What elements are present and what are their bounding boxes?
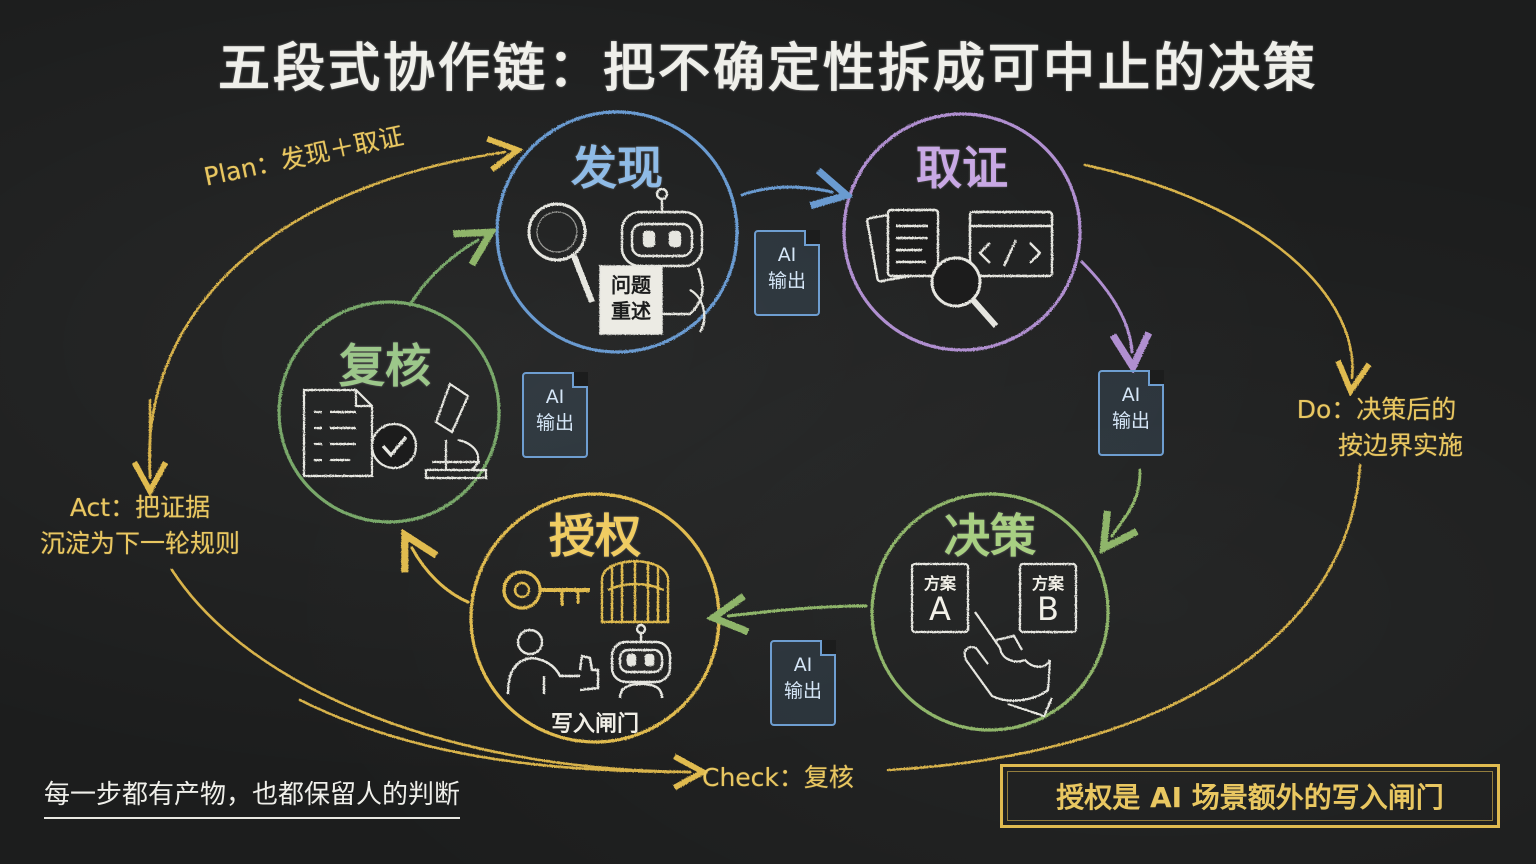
decide-circle	[870, 492, 1110, 732]
ai-output-line1: AI	[777, 244, 797, 266]
ai-output-line1: AI	[545, 386, 565, 408]
discover-icons	[527, 187, 706, 335]
robot-icon-authorize	[610, 623, 672, 699]
documents-icon	[866, 208, 940, 283]
gate-icon	[600, 560, 670, 624]
ai-output-badge-3: AI 输出	[770, 640, 836, 726]
ai-output-line2: 输出	[783, 680, 822, 702]
checklist-icon	[302, 388, 374, 478]
evidence-icons	[866, 208, 1054, 328]
do-arc	[1083, 163, 1352, 378]
check-label: Check：复核	[702, 763, 854, 792]
evidence-circle	[842, 112, 1082, 352]
checkmark-icon	[370, 422, 418, 470]
arrow-evidence-tail	[1112, 468, 1142, 536]
human-thumbs-up-icon	[506, 628, 600, 695]
key-icon	[502, 570, 590, 610]
review-circle	[277, 300, 501, 524]
ai-output-badge-2: AI 输出	[1098, 370, 1164, 456]
note-line-1: 问题	[611, 273, 651, 297]
arrow-decide-to-authorize	[728, 606, 868, 616]
option-b-card	[1018, 562, 1078, 634]
page-title: 五段式协作链：把不确定性拆成可中止的决策	[217, 39, 1318, 99]
act-label-line2: 沉淀为下一轮规则	[40, 529, 241, 558]
restatement-note-text: 问题 重述	[600, 272, 662, 324]
ai-output-badge-1: AI 输出	[754, 230, 820, 316]
plan-arc	[148, 152, 505, 477]
act-label: Act：把证据 沉淀为下一轮规则	[40, 490, 240, 562]
act-label-line1: Act：把证据	[69, 493, 211, 522]
ai-output-line1: AI	[1121, 384, 1141, 406]
code-window-icon	[968, 210, 1054, 278]
evidence-title: 取证	[916, 141, 1008, 195]
check-arc-left	[170, 568, 692, 774]
do-label-line2: 按边界实施	[1338, 431, 1464, 460]
arrow-discover-to-evidence	[740, 187, 832, 195]
write-gate-note: 写入闸门	[550, 712, 639, 737]
microscope-icon	[424, 382, 488, 480]
discover-title: 发现	[571, 141, 663, 195]
ai-output-line2: 输出	[1111, 410, 1150, 432]
option-a-caption: 方案	[923, 574, 956, 593]
magnifier-icon-evidence	[930, 256, 999, 328]
ai-output-line2: 输出	[535, 412, 574, 434]
restatement-note	[599, 265, 663, 335]
option-a-card	[910, 562, 970, 634]
option-b-caption: 方案	[1031, 574, 1064, 593]
review-icons	[302, 382, 488, 480]
decide-icons	[910, 562, 1078, 718]
footer-note: 每一步都有产物，也都保留人的判断	[44, 774, 461, 819]
footer-callout: 授权是 AI 场景额外的写入闸门	[1000, 764, 1500, 828]
ai-output-badge-4: AI 输出	[522, 372, 588, 458]
ai-output-line2: 输出	[767, 270, 806, 292]
authorize-title: 授权	[549, 509, 641, 563]
review-title: 复核	[339, 339, 431, 393]
robot-icon	[620, 187, 706, 333]
option-a-letter: A	[929, 590, 951, 628]
magnifier-icon	[527, 202, 595, 304]
option-b-letter: B	[1037, 590, 1059, 628]
arrow-review-to-discover	[408, 240, 478, 307]
decide-title: 决策	[944, 509, 1036, 563]
do-label: Do：决策后的 按边界实施	[1290, 392, 1463, 464]
check-arrow	[298, 698, 690, 772]
authorize-icons	[502, 560, 672, 699]
ai-output-line1: AI	[793, 654, 813, 676]
arrow-evidence-to-decide	[1080, 260, 1132, 352]
check-arc-right	[886, 463, 1362, 772]
pointing-hand-icon	[963, 611, 1054, 718]
do-label-line1: Do：决策后的	[1296, 395, 1457, 424]
note-line-2: 重述	[611, 299, 651, 323]
arrow-authorize-to-review	[412, 548, 470, 604]
